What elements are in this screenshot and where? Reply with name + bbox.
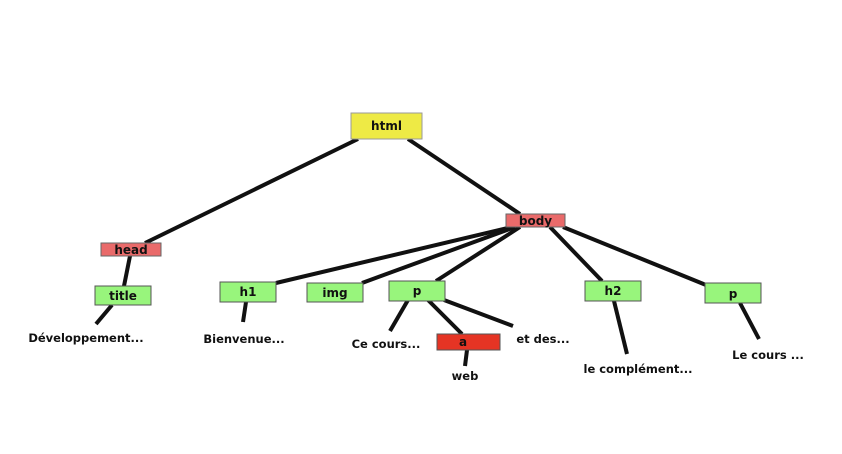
node-title[interactable]: title — [94, 285, 152, 306]
node-head[interactable]: head — [100, 242, 162, 257]
edge-html-body — [406, 137, 522, 216]
node-p1-label: p — [413, 284, 422, 298]
edge-h1-text — [241, 301, 248, 323]
edge-p1-text2 — [443, 298, 514, 328]
edge-body-img — [361, 225, 516, 285]
node-a[interactable]: a — [436, 333, 501, 351]
edge-body-p1 — [434, 225, 522, 283]
text-p2: Le cours ... — [732, 348, 804, 362]
edge-html-head — [144, 137, 359, 245]
text-a: web — [452, 369, 479, 383]
text-h2: le complément... — [584, 362, 693, 376]
text-title: Développement... — [28, 331, 143, 345]
node-title-label: title — [109, 289, 137, 303]
node-body-label: body — [519, 214, 552, 228]
edges — [94, 137, 761, 367]
node-a-label: a — [459, 335, 467, 349]
node-p1[interactable]: p — [388, 280, 446, 302]
node-body[interactable]: body — [505, 213, 566, 228]
node-p2-label: p — [729, 287, 738, 301]
edge-p1-text1 — [388, 298, 410, 333]
node-head-label: head — [114, 243, 147, 257]
text-p1-2: et des... — [516, 332, 569, 346]
node-h1-label: h1 — [240, 285, 257, 299]
edge-title-text — [94, 303, 114, 326]
edge-a-text — [463, 349, 469, 367]
edge-p1-a — [426, 298, 464, 336]
node-h2[interactable]: h2 — [584, 280, 642, 302]
edge-h2-text — [612, 300, 629, 355]
node-html-label: html — [371, 119, 402, 133]
text-p1-1: Ce cours... — [352, 337, 421, 351]
edge-head-title — [122, 255, 132, 287]
node-p2[interactable]: p — [704, 282, 762, 304]
edge-p2-text — [738, 302, 761, 340]
edge-body-p2 — [562, 225, 707, 287]
node-img-label: img — [322, 286, 347, 300]
node-html[interactable]: html — [350, 112, 423, 140]
edge-body-h2 — [548, 225, 604, 283]
node-h2-label: h2 — [605, 284, 622, 298]
edge-body-h1 — [275, 225, 513, 285]
text-h1: Bienvenue... — [203, 332, 284, 346]
node-h1[interactable]: h1 — [219, 281, 277, 303]
node-img[interactable]: img — [306, 282, 364, 303]
